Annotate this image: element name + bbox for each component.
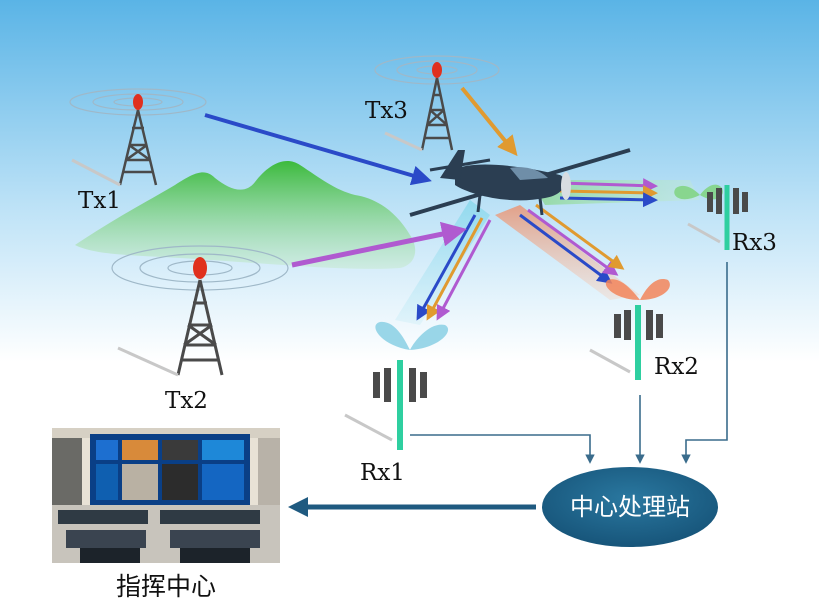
rx-connectors — [410, 262, 728, 464]
tx3-label: Tx3 — [365, 98, 408, 124]
rx1-label: Rx1 — [360, 460, 405, 486]
tx2-label: Tx2 — [165, 388, 208, 414]
tx1-tower: Tx1 — [69, 88, 207, 214]
radio-tower-icon — [117, 257, 224, 377]
aircraft-icon — [409, 148, 631, 217]
tx2-tower: Tx2 — [111, 245, 289, 414]
rx1-station: Rx1 — [344, 321, 449, 486]
receiver-antenna-icon — [589, 305, 663, 380]
tx3-tower: Tx3 — [365, 55, 500, 152]
rx2-station: Rx2 — [589, 279, 699, 380]
receiver-antenna-icon — [687, 185, 748, 250]
control-room-photo — [52, 428, 280, 563]
receive-beam-lobe — [375, 321, 449, 350]
rx2-label: Rx2 — [654, 354, 699, 380]
tx3-signal-arrow — [460, 86, 518, 157]
command-center-caption: 指挥中心 — [116, 572, 216, 601]
processing-center-label: 中心处理站 — [570, 493, 690, 521]
tx1-label: Tx1 — [78, 188, 121, 214]
radio-tower-icon — [384, 62, 454, 152]
scatter-arrows-rx2 — [519, 203, 625, 284]
receive-beam-lobe — [605, 279, 670, 300]
rx3-label: Rx3 — [732, 230, 777, 256]
radiation-ring — [111, 245, 289, 291]
rx3-station: Rx3 — [674, 184, 777, 256]
processing-center: 中心处理站 — [542, 467, 718, 547]
receiver-antenna-icon — [344, 360, 427, 450]
mountains — [75, 161, 416, 269]
scatter-arrows-rx3 — [559, 178, 658, 208]
radio-tower-icon — [71, 94, 158, 187]
tx2-signal-arrow — [291, 221, 467, 268]
tx1-signal-arrow — [204, 113, 432, 186]
